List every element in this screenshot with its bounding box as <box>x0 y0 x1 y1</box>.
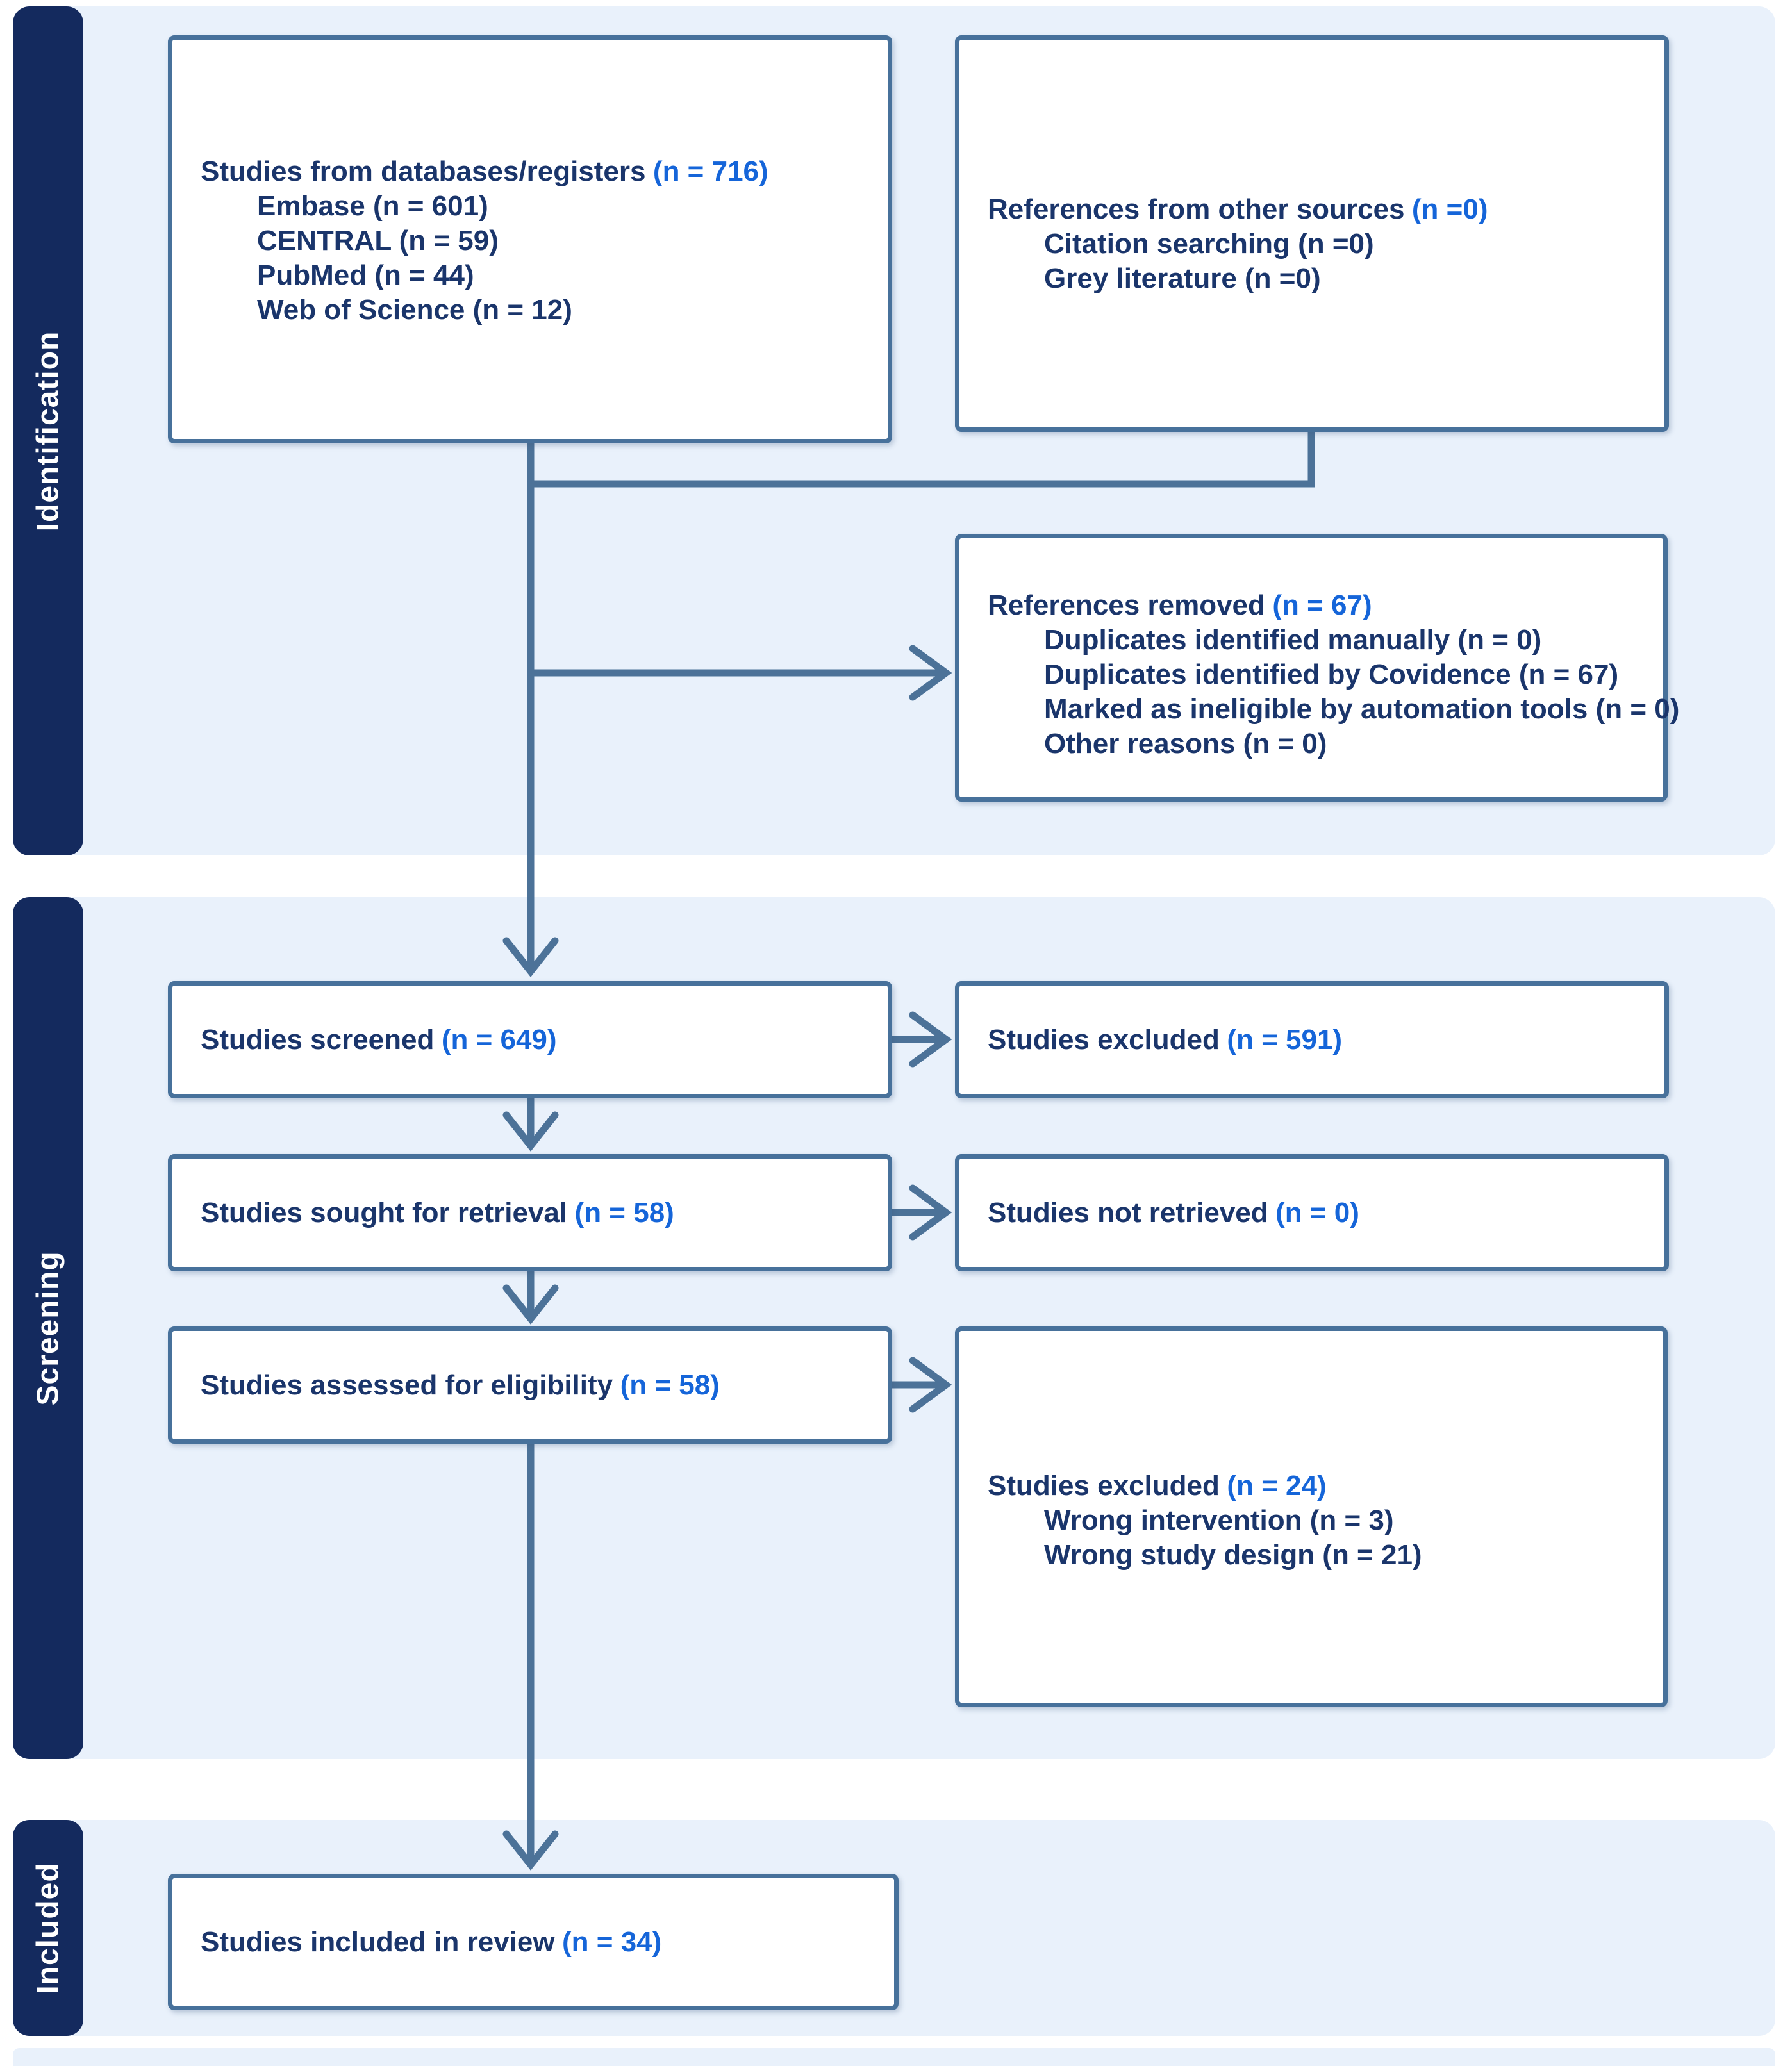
arrowhead-into-included-in-review <box>502 1830 559 1871</box>
box-count: (n = 58) <box>620 1369 720 1401</box>
box-studies-included-review: Studies included in review(n = 34) <box>168 1874 899 2010</box>
removal-reason-item: Marked as ineligible by automation tools… <box>1044 693 1680 725</box>
identification-rail: Identification <box>13 6 83 855</box>
box-studies-not-retrieved: Studies not retrieved(n = 0) <box>955 1154 1669 1271</box>
box-count: (n = 24) <box>1227 1470 1327 1501</box>
source-item: Web of Science (n = 12) <box>257 294 572 326</box>
included-rail: Included <box>13 1820 83 2036</box>
box-count: (n = 34) <box>562 1926 662 1958</box>
box-title-text: Studies from databases/registers <box>201 156 646 187</box>
box-title-text: References removed <box>988 590 1265 621</box>
box-count: (n = 591) <box>1227 1023 1343 1055</box>
box-count: (n = 0) <box>1275 1196 1359 1228</box>
box-title: Studies excluded(n = 591) <box>988 1023 1342 1057</box>
source-item: CENTRAL (n = 59) <box>257 225 499 256</box>
box-count: (n = 58) <box>574 1196 674 1228</box>
exclusion-reason-item: Wrong study design (n = 21) <box>1044 1539 1422 1571</box>
box-title-text: Studies included in review <box>201 1926 555 1958</box>
box-title: Studies included in review(n = 34) <box>201 1925 661 1960</box>
source-item: Grey literature (n =0) <box>1044 263 1321 294</box>
box-title: Studies excluded(n = 24) <box>988 1469 1663 1503</box>
box-title: Studies assessed for eligibility(n = 58) <box>201 1368 720 1403</box>
arrowhead-into-studies-excluded-591 <box>909 1011 952 1068</box>
screening-rail: Screening <box>13 897 83 1759</box>
box-studies-excluded-eligibility: Studies excluded(n = 24) Wrong intervent… <box>955 1326 1668 1707</box>
box-count: (n = 716) <box>652 156 768 187</box>
box-title: References removed(n = 67) <box>988 588 1663 623</box>
box-count: (n =0) <box>1411 194 1488 225</box>
box-title-text: Studies screened <box>201 1023 435 1055</box>
removal-reason-item: Other reasons (n = 0) <box>1044 728 1327 759</box>
source-item: Citation searching (n =0) <box>1044 228 1374 260</box>
box-title-text: Studies sought for retrieval <box>201 1196 568 1228</box>
box-references-other-sources: References from other sources(n =0) Cita… <box>955 35 1669 432</box>
source-item: Embase (n = 601) <box>257 190 488 222</box>
removal-reason-item: Duplicates identified manually (n = 0) <box>1044 624 1542 656</box>
box-studies-excluded-screening: Studies excluded(n = 591) <box>955 981 1669 1098</box>
box-title-text: References from other sources <box>988 194 1405 225</box>
box-title: Studies screened(n = 649) <box>201 1023 557 1057</box>
box-studies-assessed-eligibility: Studies assessed for eligibility(n = 58) <box>168 1326 892 1444</box>
box-title: Studies from databases/registers(n = 716… <box>201 154 888 189</box>
box-studies-from-databases: Studies from databases/registers(n = 716… <box>168 35 892 443</box>
exclusion-reason-item: Wrong intervention (n = 3) <box>1044 1505 1394 1536</box>
arrowhead-into-references-removed <box>909 645 952 701</box>
box-title-text: Studies excluded <box>988 1470 1220 1501</box>
arrowhead-into-not-retrieved <box>909 1184 952 1241</box>
arrowhead-into-assessed <box>502 1284 559 1325</box>
connector-other-sources-merge <box>527 428 1315 488</box>
box-title: References from other sources(n =0) <box>988 192 1664 227</box>
box-references-removed: References removed(n = 67) Duplicates id… <box>955 534 1680 802</box>
box-title-text: Studies excluded <box>988 1023 1220 1055</box>
box-studies-screened: Studies screened(n = 649) <box>168 981 892 1098</box>
bottom-band-edge <box>13 2048 1775 2066</box>
removal-reason-item: Duplicates identified by Covidence (n = … <box>1044 659 1619 690</box>
box-title: Studies sought for retrieval(n = 58) <box>201 1196 674 1230</box>
box-count: (n = 67) <box>1272 590 1372 621</box>
arrowhead-into-studies-excluded-24 <box>909 1357 952 1413</box>
box-title-text: Studies not retrieved <box>988 1196 1268 1228</box>
source-item: PubMed (n = 44) <box>257 260 474 291</box>
arrowhead-into-studies-screened <box>502 937 559 977</box>
arrowhead-into-sought-for-retrieval <box>502 1111 559 1152</box>
box-count: (n = 649) <box>441 1023 557 1055</box>
box-title-text: Studies assessed for eligibility <box>201 1369 613 1401</box>
box-studies-sought-retrieval: Studies sought for retrieval(n = 58) <box>168 1154 892 1271</box>
box-title: Studies not retrieved(n = 0) <box>988 1196 1359 1230</box>
